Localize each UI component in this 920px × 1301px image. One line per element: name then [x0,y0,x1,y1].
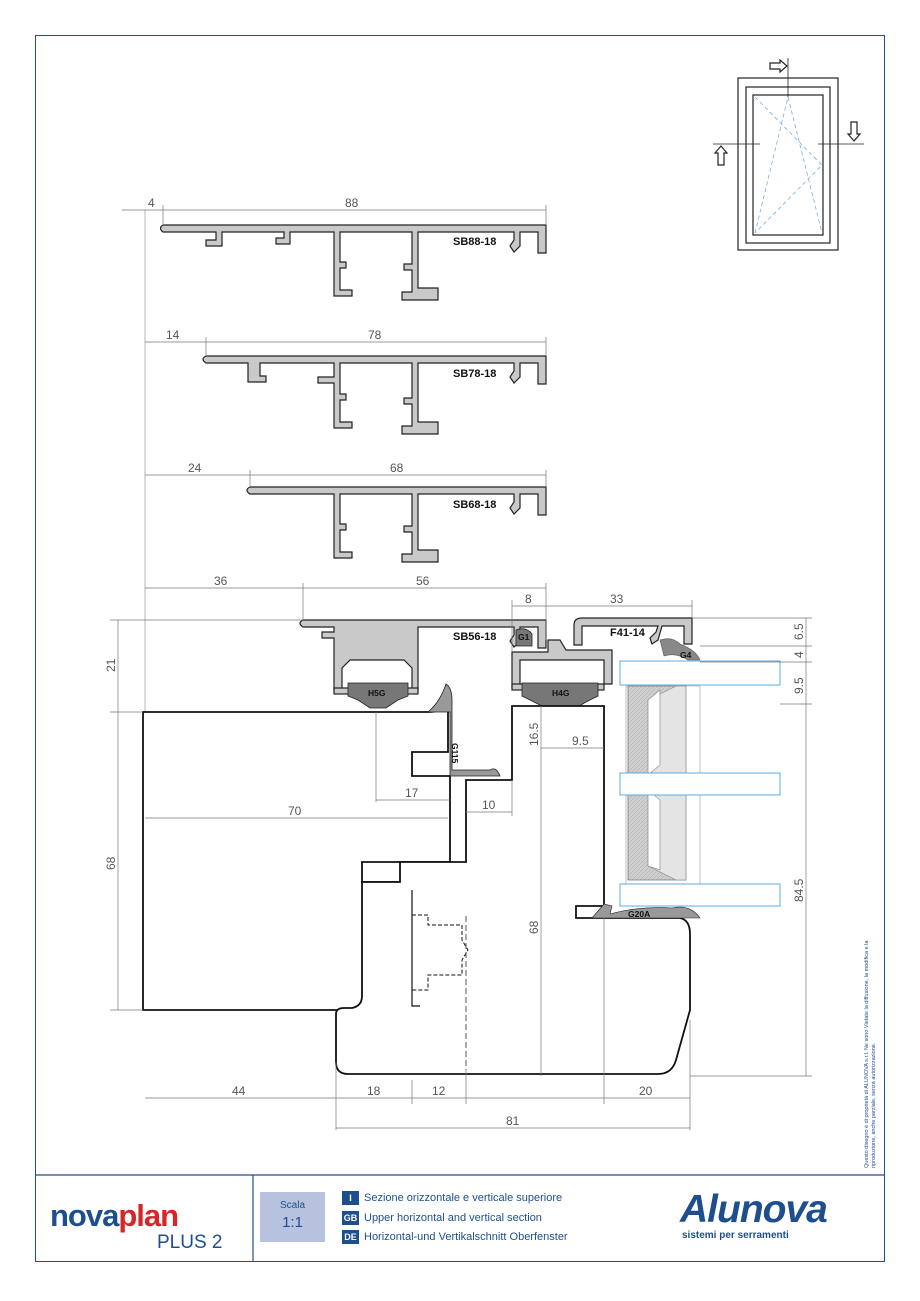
gasket-g20a [591,903,701,919]
gasket-g115 [426,683,501,777]
profile-label-sb78: SB78-18 [453,368,496,380]
dim-4: 4 [148,196,155,210]
gasket-g4 [659,638,701,661]
gasket-label-h5g: H5G [368,688,386,698]
window-orientation-icon [713,58,864,251]
gasket-label-g20a: G20A [628,909,650,919]
dim-9-5-right: 9.5 [792,677,806,694]
alunova-logo: Alunova sistemi per serramenti [680,1190,880,1250]
timber-frame [335,705,691,1075]
dim-88: 88 [345,196,359,210]
gasket-label-g115: G115 [450,743,460,764]
dim-44: 44 [232,1084,246,1098]
brand-nova: nova [50,1198,119,1233]
profile-sb56 [299,619,547,695]
alunova-wordmark: Alunova [680,1188,828,1231]
dim-81: 81 [506,1114,520,1128]
drawing-sheet-frame [35,35,885,1262]
gasket-label-h4g: H4G [552,688,570,698]
caption-de: DE Horizontal-und Vertikalschnitt Oberfe… [342,1229,568,1245]
dim-21: 21 [104,658,118,672]
dim-14: 14 [166,328,180,342]
caption-gb-text: Upper horizontal and vertical section [364,1212,542,1224]
dimension-labels: 4 88 14 78 24 68 36 56 8 33 21 68 6.5 4 … [104,196,806,1128]
profile-label-sb88: SB88-18 [453,236,496,248]
brand-plan: plan [118,1198,179,1233]
scale-box: Scala 1:1 [260,1192,325,1242]
dim-24: 24 [188,461,202,475]
dim-6-5: 6.5 [792,623,806,640]
dim-78: 78 [368,328,382,342]
hardware-channel [412,914,469,1070]
lang-code-it: I [342,1191,359,1205]
dim-9-5: 9.5 [572,734,589,748]
novaplan-logo: novaplan PLUS 2 [50,1198,222,1253]
gasket-h5g [347,682,409,709]
dim-68-left: 68 [104,856,118,870]
caption-gb: GB Upper horizontal and vertical section [342,1210,542,1226]
footer-frame [35,1174,885,1262]
lang-code-gb: GB [342,1211,359,1225]
brand-plus: PLUS 2 [157,1232,223,1253]
dim-33: 33 [610,592,624,606]
dimension-lines [110,205,812,1130]
caption-it-text: Sezione orizzontale e verticale superior… [364,1192,563,1204]
dim-68-top: 68 [390,461,404,475]
profile-label-sb56: SB56-18 [453,631,496,643]
scale-label: Scala [279,1200,305,1211]
profile-label-sb68: SB68-18 [453,499,496,511]
profile-sb78 [202,355,547,435]
glazing-panel [619,660,781,907]
dim-68-mid: 68 [527,920,541,934]
dim-84-5: 84.5 [792,878,806,902]
gasket-label-g1: G1 [518,632,530,642]
dim-36: 36 [214,574,228,588]
dim-70: 70 [288,804,302,818]
dim-17: 17 [405,786,419,800]
alunova-tagline: sistemi per serramenti [682,1230,789,1241]
scale-value: 1:1 [282,1214,303,1231]
caption-it: I Sezione orizzontale e verticale superi… [342,1190,562,1206]
profile-sb68 [246,486,547,563]
profile-label-f41: F41-14 [610,627,646,639]
dim-20: 20 [639,1084,653,1098]
dim-8: 8 [525,592,532,606]
dim-16-5: 16.5 [527,722,541,746]
profile-bead [511,639,613,691]
dim-12: 12 [432,1084,446,1098]
copyright-notice: Questo disegno è di proprietà di ALUNOVA… [864,940,877,1168]
dim-4-right: 4 [792,651,806,658]
profile-sb88 [159,224,547,301]
dim-10: 10 [482,798,496,812]
gasket-g1 [515,628,533,647]
caption-de-text: Horizontal-und Vertikalschnitt Oberfenst… [364,1231,568,1243]
dim-56: 56 [416,574,430,588]
lang-code-de: DE [342,1230,359,1244]
gasket-label-g4: G4 [680,650,692,660]
dim-18: 18 [367,1084,381,1098]
